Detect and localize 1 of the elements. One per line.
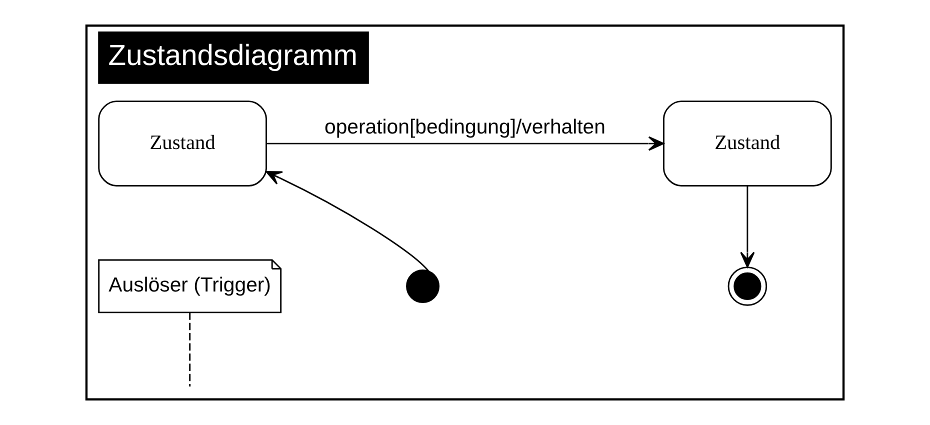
edge-label: operation[bedingung]/verhalten <box>324 116 606 139</box>
